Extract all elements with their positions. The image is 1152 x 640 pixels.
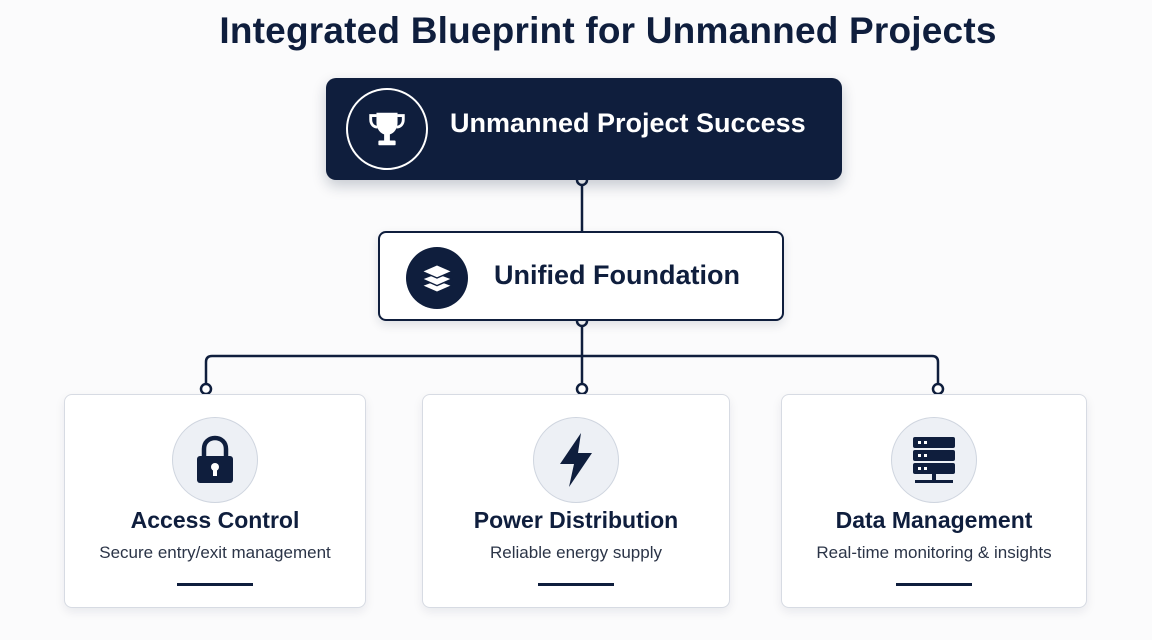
pillar-divider <box>896 583 972 586</box>
middle-node-label: Unified Foundation <box>494 260 740 290</box>
pillar-card-data-management: Data Management Real-time monitoring & i… <box>781 394 1087 608</box>
pillar-description: Secure entry/exit management <box>99 543 331 562</box>
middle-node-unified-foundation: Unified Foundation <box>378 231 784 321</box>
pillar-description: Real-time monitoring & insights <box>816 543 1052 562</box>
connector-branch-bar <box>204 354 940 384</box>
trophy-icon <box>346 88 428 170</box>
connector-node-dot <box>199 382 213 396</box>
pillar-card-power-distribution: Power Distribution Reliable energy suppl… <box>422 394 730 608</box>
padlock-icon <box>172 417 258 503</box>
pillar-divider <box>177 583 253 586</box>
pillar-title: Power Distribution <box>473 507 679 533</box>
pillar-divider <box>538 583 614 586</box>
layers-icon <box>406 247 468 309</box>
server-rack-icon <box>891 417 977 503</box>
connector-node-dot <box>575 382 589 396</box>
lightning-bolt-icon <box>533 417 619 503</box>
connector-node-dot <box>931 382 945 396</box>
page-title: Integrated Blueprint for Unmanned Projec… <box>219 10 997 51</box>
pillar-description: Reliable energy supply <box>490 543 662 562</box>
top-node-label: Unmanned Project Success <box>450 108 806 138</box>
top-node-unmanned-project-success: Unmanned Project Success <box>326 78 842 180</box>
pillar-title: Access Control <box>130 507 300 533</box>
pillar-card-access-control: Access Control Secure entry/exit managem… <box>64 394 366 608</box>
pillar-title: Data Management <box>835 507 1033 533</box>
